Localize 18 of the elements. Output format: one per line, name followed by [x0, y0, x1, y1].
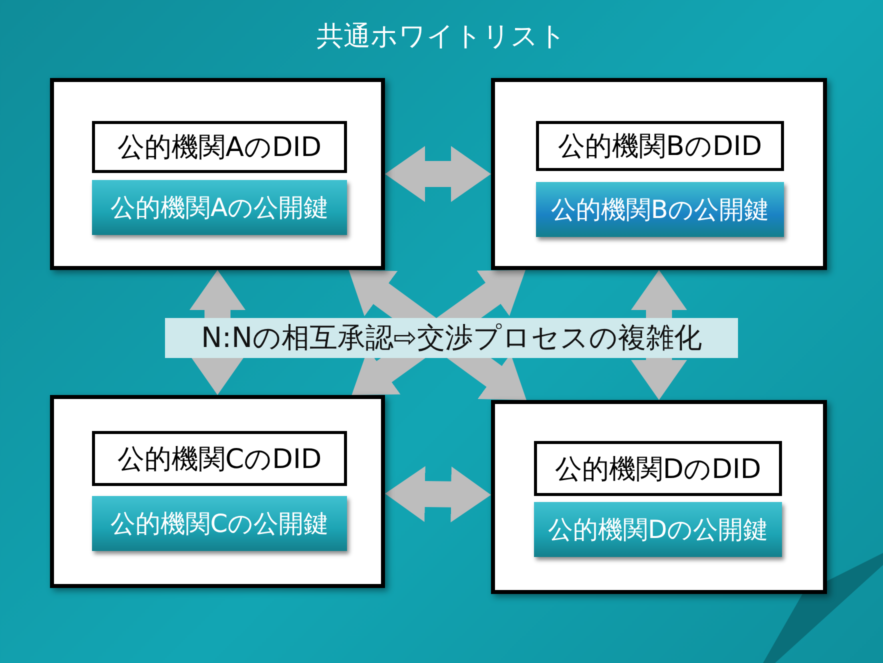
- public-key-box: 公的機関Dの公開鍵: [534, 502, 782, 557]
- did-box: 公的機関BのDID: [536, 121, 784, 171]
- did-box: 公的機関CのDID: [92, 431, 347, 486]
- agency-card: [50, 78, 385, 270]
- public-key-box: 公的機関Cの公開鍵: [92, 496, 347, 551]
- title: 共通ホワイトリスト: [316, 20, 568, 54]
- public-key-box: 公的機関Bの公開鍵: [536, 182, 784, 237]
- public-key-box: 公的機関Aの公開鍵: [92, 180, 347, 235]
- agency-card: [491, 400, 827, 594]
- double-arrow: [631, 270, 687, 400]
- did-box: 公的機関AのDID: [92, 121, 347, 173]
- agency-card: [50, 395, 385, 588]
- double-arrow: [190, 270, 246, 395]
- double-arrow: [385, 146, 491, 202]
- note-band: N:Nの相互承認⇨交渉プロセスの複雑化: [165, 318, 738, 358]
- agency-card: [491, 78, 827, 270]
- double-arrow: [384, 466, 492, 522]
- did-box: 公的機関DのDID: [534, 441, 782, 496]
